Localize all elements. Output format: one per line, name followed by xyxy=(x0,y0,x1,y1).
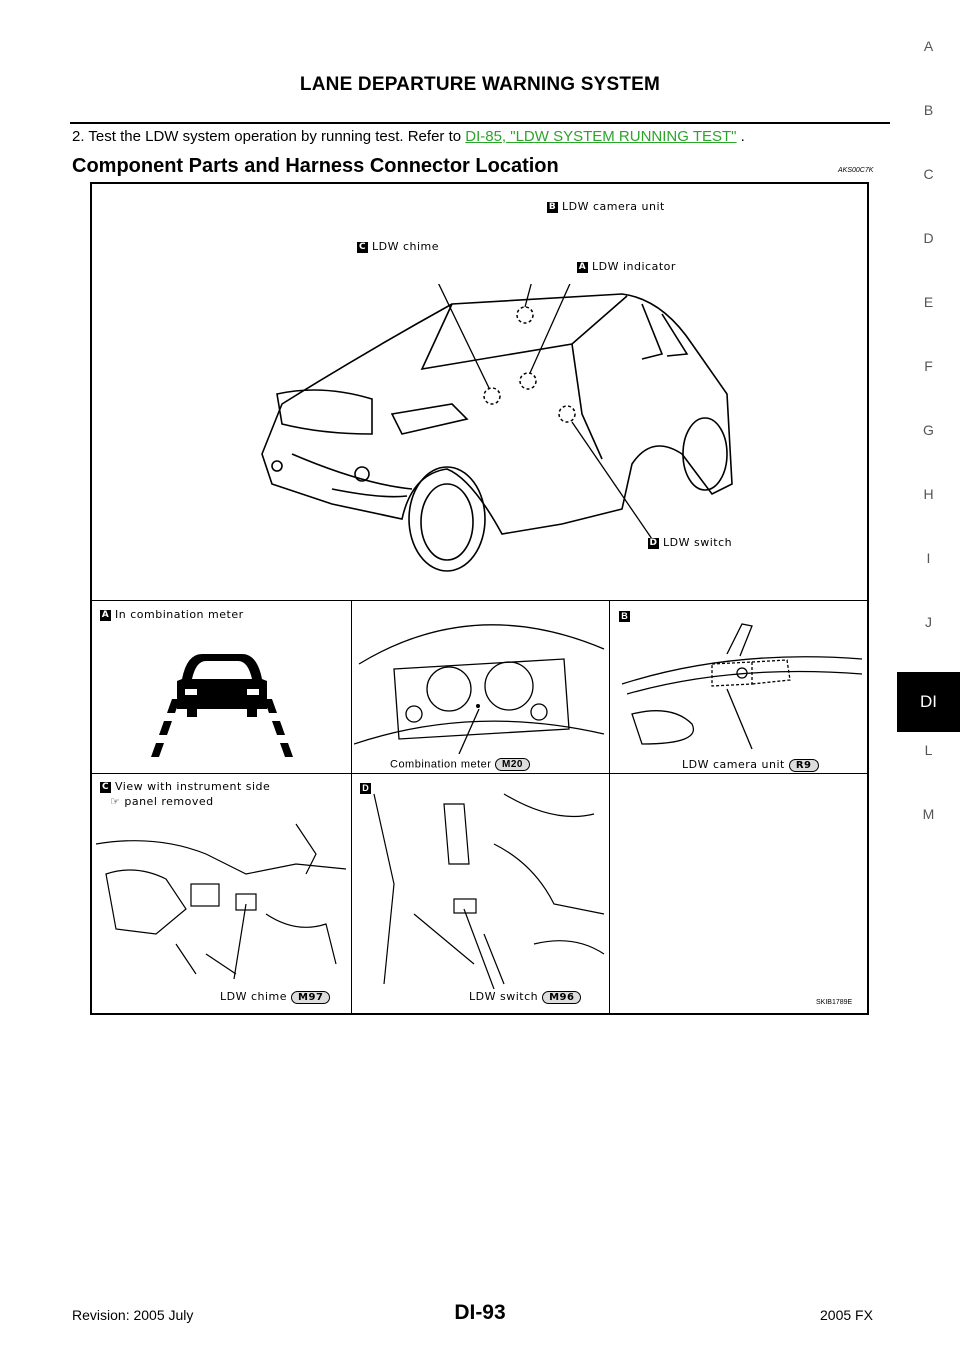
camera-unit-illustration xyxy=(621,623,863,750)
key-d-icon: D xyxy=(648,537,659,549)
key-c-icon: C xyxy=(357,241,368,253)
ldw-running-test-link[interactable]: DI-85, "LDW SYSTEM RUNNING TEST" xyxy=(465,128,737,145)
switch-location-illustration xyxy=(373,793,605,989)
footer-page-number: DI-93 xyxy=(454,1301,506,1324)
step-suffix: . xyxy=(736,128,745,145)
connector-r9-badge: R9 xyxy=(788,758,819,772)
index-letter-i[interactable]: I xyxy=(926,550,931,566)
combination-meter-illustration xyxy=(354,624,605,754)
connector-m96-badge: M96 xyxy=(542,990,582,1004)
camera-callout: LDW camera unit R9 xyxy=(682,758,819,772)
footer-revision: Revision: 2005 July xyxy=(72,1307,194,1323)
index-letter-h[interactable]: H xyxy=(923,486,934,502)
index-letter-l[interactable]: L xyxy=(924,742,933,758)
panel-b-key: B xyxy=(619,608,634,626)
panel-c-caption-2: ☞ panel removed xyxy=(110,795,214,808)
figure-divider-h1 xyxy=(92,600,867,601)
section-code: AKS00C7K xyxy=(838,167,874,174)
step-text: 2. Test the LDW system operation by runn… xyxy=(72,128,466,145)
page-title: LANE DEPARTURE WARNING SYSTEM xyxy=(299,74,661,95)
index-letter-c[interactable]: C xyxy=(923,166,934,182)
panel-c-key-icon: C xyxy=(100,781,111,793)
chime-callout: LDW chime M97 xyxy=(220,990,331,1004)
switch-callout: LDW switch M96 xyxy=(469,990,582,1004)
panel-d-key-icon: D xyxy=(360,783,371,795)
step-2: 2. Test the LDW system operation by runn… xyxy=(72,128,745,145)
index-letter-e[interactable]: E xyxy=(923,294,934,310)
index-letter-m[interactable]: M xyxy=(922,806,935,822)
vehicle-illustration xyxy=(261,284,733,572)
key-b-icon: B xyxy=(547,201,558,213)
figure-code: SKIB1789E xyxy=(816,999,853,1006)
index-letter-a[interactable]: A xyxy=(923,38,934,54)
index-letter-f[interactable]: F xyxy=(924,358,933,374)
footer-model: 2005 FX xyxy=(820,1307,873,1323)
ldw-indicator-icon xyxy=(151,654,293,757)
figure-divider-v1 xyxy=(351,600,352,1013)
panel-d-key: D xyxy=(360,780,375,798)
meter-callout: Combination meter M20 xyxy=(390,758,530,771)
connector-m97-badge: M97 xyxy=(291,990,331,1004)
index-letter-j[interactable]: J xyxy=(925,614,932,630)
chime-location-illustration xyxy=(96,823,347,980)
connector-m20-badge: M20 xyxy=(495,758,530,771)
title-rule xyxy=(70,122,890,124)
index-letter-b[interactable]: B xyxy=(923,102,934,118)
index-letter-d[interactable]: D xyxy=(923,230,934,246)
figure-divider-v2 xyxy=(609,600,610,1013)
section-title: Component Parts and Harness Connector Lo… xyxy=(72,155,559,177)
figure-divider-h2 xyxy=(92,773,867,774)
panel-a-key-icon: A xyxy=(100,609,111,621)
hand-pointer-icon: ☞ xyxy=(110,795,125,808)
section-index-sidebar: A B C D E F G H I J DI L M xyxy=(897,0,960,1358)
panel-b-key-icon: B xyxy=(619,611,630,623)
index-tab-di-active[interactable]: DI xyxy=(897,672,960,732)
index-letter-g[interactable]: G xyxy=(923,422,934,438)
key-a-icon: A xyxy=(577,261,588,273)
